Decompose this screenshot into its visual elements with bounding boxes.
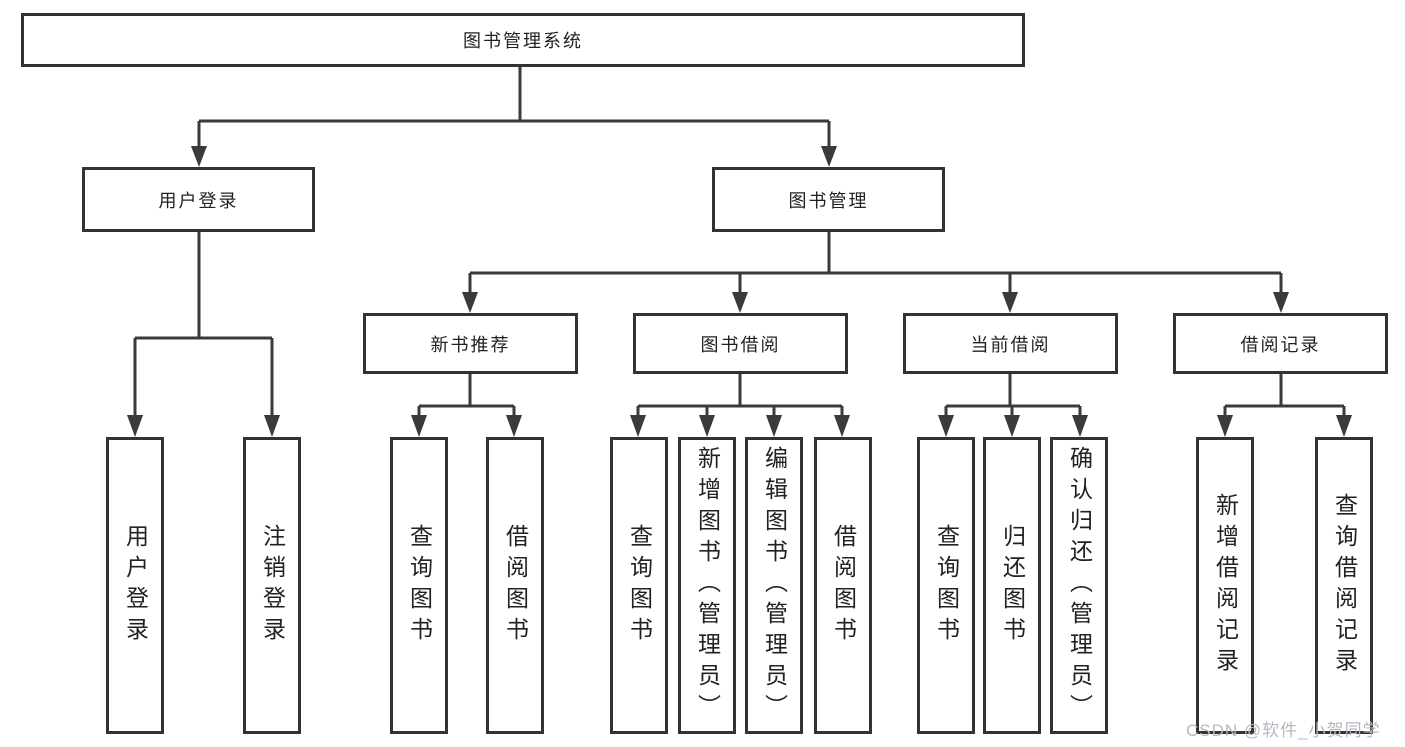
leaf-confirm-return-admin: 确认归还（管理员）: [1050, 437, 1108, 734]
leaf-query-borrow-record: 查询借阅记录: [1315, 437, 1373, 734]
node-borrow-records: 借阅记录: [1173, 313, 1388, 374]
leaf-logout: 注销登录: [243, 437, 301, 734]
leaf-query-books-newbook: 查询图书: [390, 437, 448, 734]
node-current-borrow: 当前借阅: [903, 313, 1118, 374]
connector-bookmgmt-to-level3: [468, 232, 1283, 294]
arrowhead: [938, 415, 954, 437]
leaf-add-borrow-record: 新增借阅记录: [1196, 437, 1254, 734]
arrowhead: [1336, 415, 1352, 437]
arrowhead: [834, 415, 850, 437]
arrowhead: [821, 146, 837, 167]
connector-currentborrow-to-leaves: [944, 374, 1082, 417]
arrowhead: [462, 292, 478, 313]
csdn-watermark: CSDN @软件_小贺同学: [1186, 721, 1381, 740]
connector-bookborrow-to-leaves: [636, 374, 844, 417]
leaf-borrow-books-newbook: 借阅图书: [486, 437, 544, 734]
arrowhead: [1002, 292, 1018, 313]
connector-root-to-level2: [197, 67, 831, 148]
arrowhead: [191, 146, 207, 167]
leaf-query-books-current: 查询图书: [917, 437, 975, 734]
leaf-add-books-admin: 新增图书（管理员）: [678, 437, 736, 734]
arrowhead: [766, 415, 782, 437]
connector-borrowrecord-to-leaves: [1223, 374, 1346, 417]
arrowhead: [411, 415, 427, 437]
arrowhead: [1072, 415, 1088, 437]
arrowhead: [506, 415, 522, 437]
leaf-edit-books-admin: 编辑图书（管理员）: [745, 437, 803, 734]
node-book-management: 图书管理: [712, 167, 945, 232]
arrowhead: [1217, 415, 1233, 437]
arrowhead: [699, 415, 715, 437]
connector-newbook-to-leaves: [417, 374, 516, 417]
leaf-return-books: 归还图书: [983, 437, 1041, 734]
leaf-query-books-borrow: 查询图书: [610, 437, 668, 734]
node-user-login: 用户登录: [82, 167, 315, 232]
arrowhead: [732, 292, 748, 313]
arrowhead: [127, 415, 143, 437]
leaf-borrow-books: 借阅图书: [814, 437, 872, 734]
node-new-book-recommend: 新书推荐: [363, 313, 578, 374]
arrowhead: [264, 415, 280, 437]
node-book-borrow: 图书借阅: [633, 313, 848, 374]
arrowhead: [1004, 415, 1020, 437]
leaf-user-login: 用户登录: [106, 437, 164, 734]
connector-userlogin-to-leaves: [133, 232, 274, 417]
arrowhead: [1273, 292, 1289, 313]
node-library-system: 图书管理系统: [21, 13, 1025, 67]
arrowhead: [630, 415, 646, 437]
